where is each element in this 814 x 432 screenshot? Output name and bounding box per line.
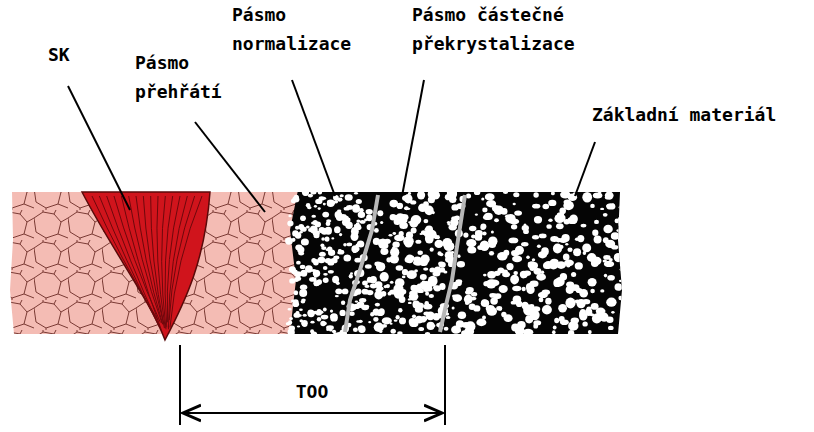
zone-border: [345, 195, 378, 332]
zone-border: [440, 195, 465, 332]
dimension-label: TOO: [296, 377, 329, 406]
zone-label: Základní materiál: [592, 100, 807, 129]
dimension: [180, 345, 445, 425]
weld-metal: [82, 192, 210, 340]
overheat-zone: [0, 180, 300, 350]
zone-label: SK: [48, 40, 88, 69]
zone-label: Pásmo normalizace: [232, 0, 382, 58]
weld-dendrites: [92, 196, 202, 330]
zone-label: Pásmo přehřátí: [135, 48, 245, 106]
black-zone: [288, 180, 640, 350]
zone-label: Pásmo částečné překrystalizace: [412, 0, 602, 58]
ferrite-dots: [285, 188, 625, 337]
